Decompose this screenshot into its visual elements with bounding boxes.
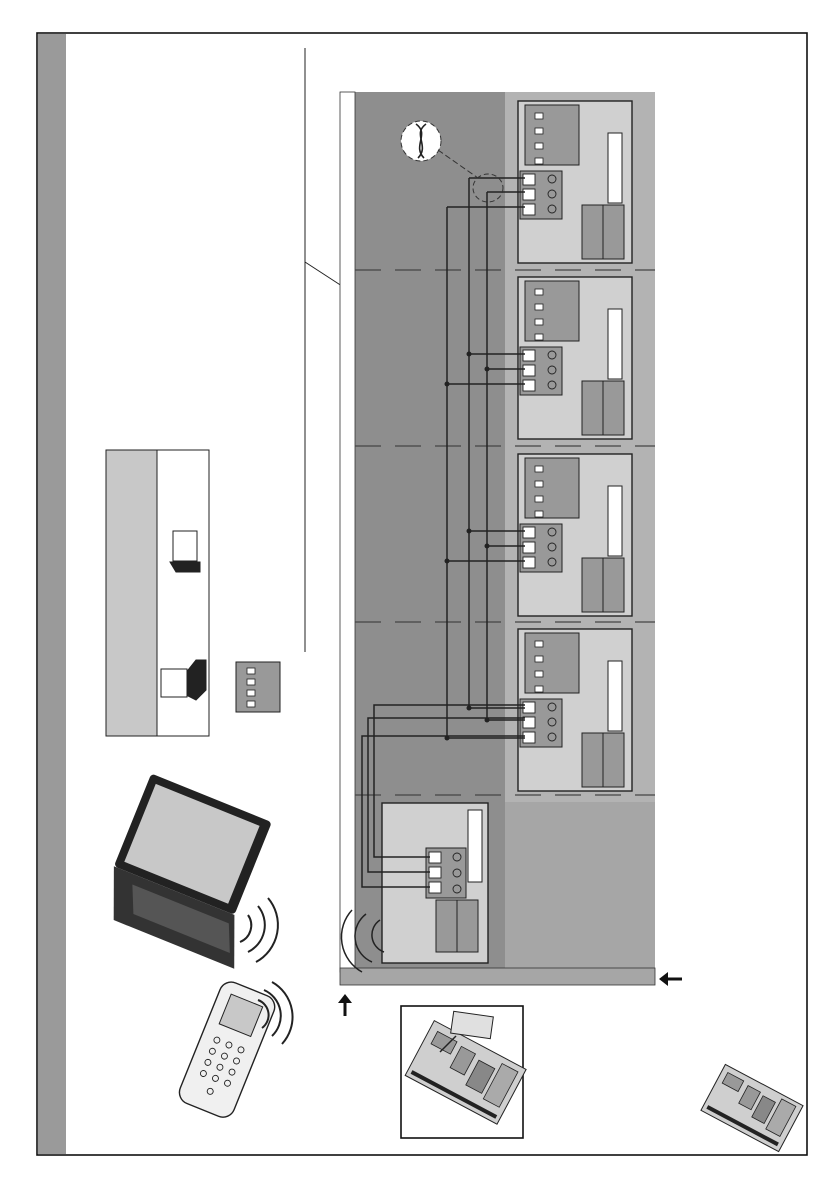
terminal-3 — [523, 557, 535, 568]
jumper-legend-table — [106, 450, 209, 736]
terminal-1 — [523, 174, 535, 185]
dip-switch-4 — [535, 686, 543, 692]
dip-switch-1 — [535, 289, 543, 295]
dip-switch-block — [525, 633, 579, 693]
dip-switch-2 — [535, 656, 543, 662]
receiver-module-2 — [518, 277, 632, 439]
dip-switch-1 — [535, 641, 543, 647]
dip-switch-3 — [535, 143, 543, 149]
terminal-2 — [523, 542, 535, 553]
dip-switch-1 — [535, 466, 543, 472]
label-strip — [608, 309, 622, 379]
dip-switch-block — [525, 458, 579, 518]
dip-switch-4 — [535, 158, 543, 164]
label-strip — [608, 486, 622, 556]
terminal-1 — [523, 527, 535, 538]
dip-switch-1 — [535, 113, 543, 119]
dip-switch-4 — [535, 511, 543, 517]
sidebar-strip — [38, 34, 66, 1154]
dip-switch-3 — [535, 496, 543, 502]
dip-switch-3 — [535, 671, 543, 677]
control-board-inset — [401, 1006, 526, 1138]
dip-switch-2 — [535, 481, 543, 487]
dip-switch-block — [525, 281, 579, 341]
dip-switch-2 — [535, 128, 543, 134]
receiver-module-3 — [518, 454, 632, 616]
terminal-2 — [523, 189, 535, 200]
terminal-2 — [523, 365, 535, 376]
dip-switch-icon — [236, 662, 280, 712]
terminal-3 — [523, 380, 535, 391]
dip-switch-3 — [535, 319, 543, 325]
master-unit — [382, 803, 488, 963]
terminal-1 — [523, 350, 535, 361]
label-strip — [608, 133, 622, 203]
receiver-module-1 — [518, 101, 632, 263]
dip-switch-2 — [535, 304, 543, 310]
dip-switch-4 — [535, 334, 543, 340]
dip-switch-block — [525, 105, 579, 165]
terminal-3 — [523, 204, 535, 215]
receiver-module-4 — [518, 629, 632, 791]
label-strip — [608, 661, 622, 731]
